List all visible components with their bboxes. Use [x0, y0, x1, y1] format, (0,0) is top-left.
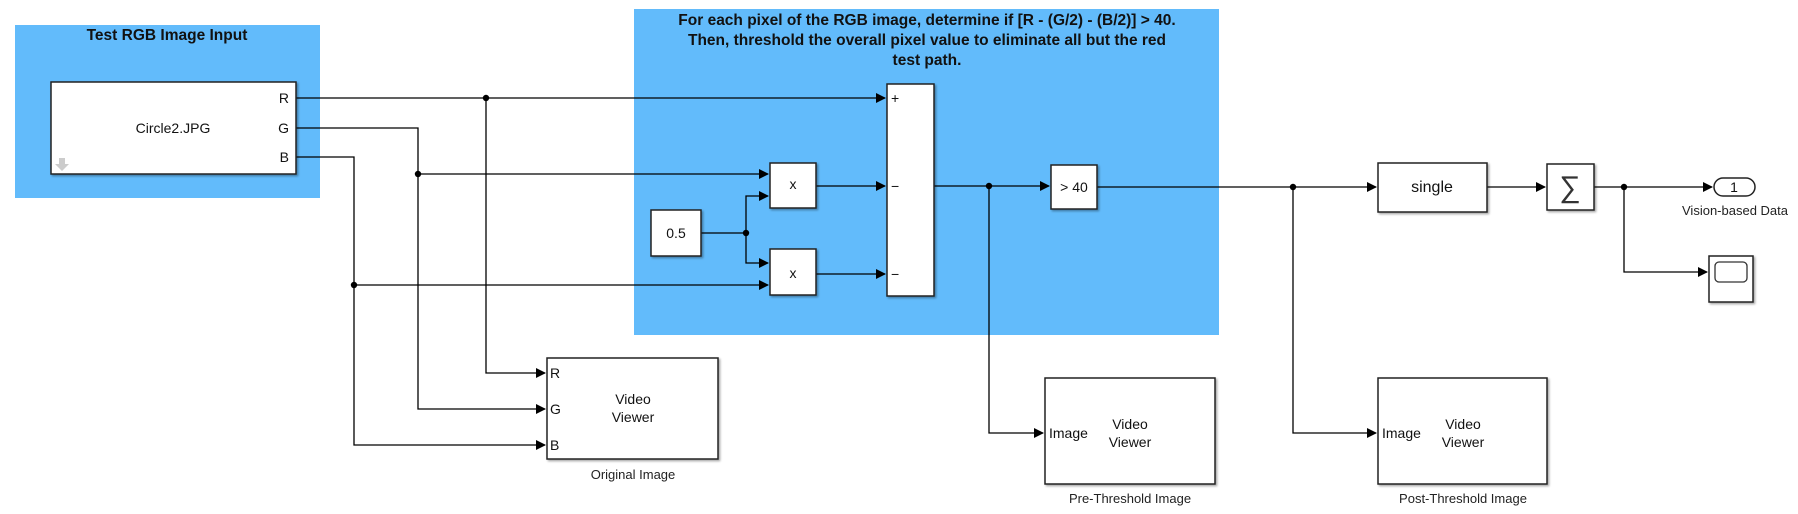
viewer-label: Pre-Threshold Image [1069, 491, 1191, 506]
product-symbol: x [790, 176, 797, 192]
junction [350, 281, 358, 289]
port-b: B [550, 437, 559, 453]
data-type-conversion-block[interactable]: single [1377, 162, 1488, 213]
junction [985, 182, 993, 190]
viewer-text-1: Video [1445, 416, 1481, 432]
convert-label: single [1411, 179, 1453, 196]
outport-number: 1 [1730, 179, 1738, 195]
port-image: Image [1382, 425, 1421, 441]
scope-block[interactable] [1708, 255, 1754, 303]
viewer-text-2: Viewer [1442, 434, 1485, 450]
constant-block[interactable]: 0.5 [650, 209, 702, 257]
area-title-line-1: For each pixel of the RGB image, determi… [678, 12, 1175, 29]
outport-label: Vision-based Data [1682, 203, 1789, 218]
video-viewer-original[interactable]: R G B Video Viewer Original Image [546, 357, 719, 482]
viewer-label: Post-Threshold Image [1399, 491, 1527, 506]
image-file-name: Circle2.JPG [136, 120, 211, 136]
constant-value: 0.5 [666, 225, 686, 241]
product-block-2[interactable]: x [769, 248, 817, 296]
junction [1289, 183, 1297, 191]
viewer-text-2: Viewer [1109, 434, 1152, 450]
image-source-block[interactable]: Circle2.JPG R G B [50, 81, 297, 175]
arrow-down-icon [55, 158, 69, 171]
port-g: G [550, 401, 561, 417]
viewer-text-1: Video [615, 391, 651, 407]
compare-label: > 40 [1060, 179, 1088, 195]
viewer-label: Original Image [591, 467, 676, 482]
outport-block[interactable]: 1 Vision-based Data [1682, 177, 1789, 218]
junction [1620, 183, 1628, 191]
product-block-1[interactable]: x [769, 162, 817, 209]
sum-block[interactable]: + − − [886, 83, 935, 297]
viewer-text-2: Viewer [612, 409, 655, 425]
port-b: B [280, 149, 289, 165]
junction [742, 229, 750, 237]
compare-to-constant-block[interactable]: > 40 [1050, 164, 1098, 210]
port-r: R [550, 365, 560, 381]
signal-lines [296, 93, 1713, 450]
sum-of-elements-block[interactable]: ∑ [1546, 163, 1595, 211]
video-viewer-pre-threshold[interactable]: Image Video Viewer Pre-Threshold Image [1044, 377, 1216, 506]
port-image: Image [1049, 425, 1088, 441]
area-title: Test RGB Image Input [87, 27, 248, 44]
area-title-line-3: test path. [893, 52, 962, 69]
product-symbol: x [790, 265, 797, 281]
port-r: R [279, 90, 289, 106]
sigma-icon: ∑ [1559, 171, 1580, 204]
scope-icon [1714, 261, 1748, 283]
sign-plus: + [891, 90, 899, 106]
viewer-text-1: Video [1112, 416, 1148, 432]
sign-minus: − [891, 178, 899, 194]
junction [482, 94, 490, 102]
sign-minus: − [891, 266, 899, 282]
port-g: G [278, 120, 289, 136]
video-viewer-post-threshold[interactable]: Image Video Viewer Post-Threshold Image [1377, 377, 1548, 506]
area-title-line-2: Then, threshold the overall pixel value … [688, 32, 1166, 49]
junction [414, 170, 422, 178]
